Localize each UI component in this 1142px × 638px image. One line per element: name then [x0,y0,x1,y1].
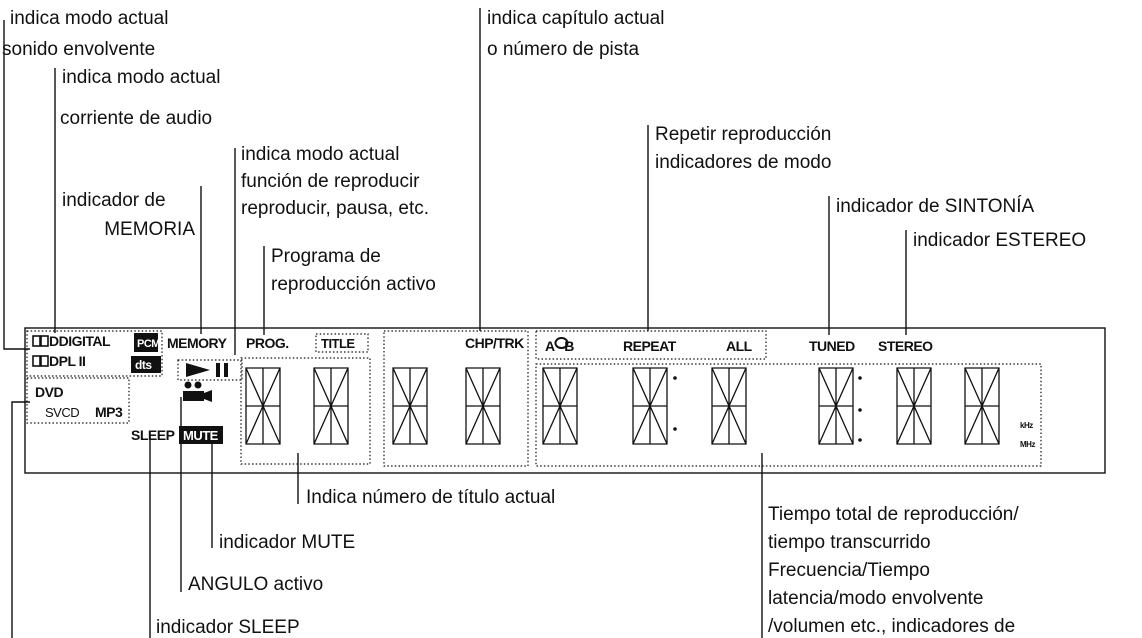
digit-cell-3 [392,367,428,445]
callout-tuned: indicador de SINTONÍA [836,196,1035,217]
colon-dots [673,376,862,442]
callout-playback-1: indica modo actual [241,144,399,165]
indicator-mute: MUTE [183,428,219,443]
digit-cells [245,367,1000,445]
callout-repeat-2: indicadores de modo [655,152,831,173]
indicator-chp-trk: CHP/TRK [465,335,524,351]
dolby-pl-logo-icon [32,355,49,367]
indicator-khz: kHz [1020,421,1033,430]
indicator-repeat: REPEAT [623,338,677,354]
indicator-mhz: MHz [1020,440,1035,449]
ab-repeat-icon [554,337,569,349]
mute-badge [179,426,223,444]
callout-program-1: Programa de [271,246,381,267]
digit-cell-4 [465,367,501,445]
callout-memory-1: indicador de [62,190,166,211]
digit-cell-9 [896,367,932,445]
callout-program-2: reproducción activo [271,274,436,295]
indicator-mp3: MP3 [95,404,123,420]
chapter-digits-box [383,330,529,467]
indicator-title: TITLE [321,336,355,351]
digit-cell-7 [711,367,747,445]
callout-sleep: indicador SLEEP [156,617,300,638]
indicator-all: ALL [726,338,753,354]
indicator-dvd: DVD [35,384,63,400]
callout-audio-1: indica modo actual [62,67,220,88]
callout-surround-1: indica modo actual [10,8,168,29]
callout-playback-2: función de reproducir [241,171,420,192]
indicator-stereo: STEREO [878,338,933,354]
display-panel-outline [24,327,1106,474]
time-digits-box [535,363,1042,467]
callout-audio-2: corriente de audio [60,108,212,129]
callout-repeat-1: Repetir reproducción [655,124,831,145]
leader-lines [3,8,907,638]
dts-badge [131,356,161,373]
callout-time-3: Frecuencia/Tiempo [768,560,930,581]
callout-stereo: indicador ESTEREO [913,230,1086,251]
callout-time-4: latencia/modo envolvente [768,588,983,609]
indicator-sleep: SLEEP [131,427,175,443]
disc-type-box [26,377,130,424]
indicator-pcm: PCM [137,338,160,350]
title-label-box [315,333,369,353]
audio-format-box [26,330,163,377]
indicator-ab: A B [545,338,574,354]
camera-angle-icon [183,381,212,402]
callout-playback-3: reproducir, pausa, etc. [241,198,429,219]
callout-title-number: Indica número de título actual [306,487,555,508]
indicator-tuned: TUNED [809,338,855,354]
digit-cell-2 [313,367,349,445]
repeat-box [535,330,767,360]
indicator-svcd: SVCD [45,405,79,420]
digit-cell-8 [818,367,854,445]
play-pause-icon [186,363,228,377]
leader-disc-type [11,401,30,638]
indicator-pl2: DPL II [49,353,85,369]
pcm-badge [134,333,158,352]
callout-chapter-2: o número de pista [487,39,640,60]
callout-surround-2: sonido envolvente [2,39,155,60]
callout-angle: ANGULO activo [188,574,323,595]
digit-cell-6 [632,367,668,445]
title-digits-box [240,357,371,465]
callout-chapter-1: indica capítulo actual [487,8,664,29]
indicator-digital: DDIGITAL [49,333,111,349]
digit-cell-5 [542,367,578,445]
indicator-dts: dts [135,358,152,372]
callout-time-5: /volumen etc., indicadores de [768,616,1015,637]
callout-memory-2: MEMORIA [104,219,195,240]
indicator-memory: MEMORY [167,335,228,351]
callout-time-2: tiempo transcurrido [768,532,931,553]
play-pause-box [177,359,243,381]
callout-time-1: Tiempo total de reproducción/ [768,504,1019,525]
digit-cell-10 [964,367,1000,445]
dolby-logo-icon [32,335,49,347]
indicator-prog: PROG. [246,335,289,351]
leader-surround [3,20,30,350]
digit-cell-1 [245,367,281,445]
callout-mute: indicador MUTE [219,532,355,553]
